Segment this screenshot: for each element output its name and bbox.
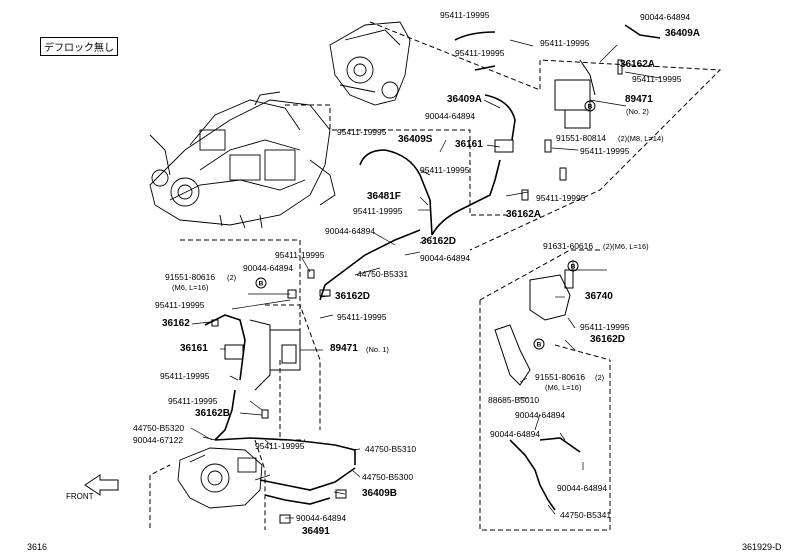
- part-label: (No. 2): [626, 107, 649, 116]
- part-label: 95411-19995: [580, 146, 630, 156]
- part-label: 91631-60616: [543, 241, 594, 251]
- differential-illustration: [177, 447, 271, 509]
- part-label: 91551-80814: [556, 133, 607, 143]
- part-label: 95411-19995: [540, 38, 590, 48]
- part-label: (M6, L=16): [172, 283, 209, 292]
- part-label: 36162: [162, 318, 190, 329]
- part-label: 89471: [330, 343, 358, 354]
- part-label: 95411-19995: [440, 10, 490, 20]
- part-label: 36162A: [506, 209, 542, 220]
- no-diff-lock-note: デフロック無し: [40, 37, 118, 56]
- hoses: [204, 24, 661, 511]
- part-label: 36409A: [447, 94, 483, 105]
- part-label: (2): [227, 273, 237, 282]
- part-label: 44750-B5300: [362, 472, 414, 482]
- part-label: 90044-64894: [325, 226, 376, 236]
- part-label: 90044-64894: [640, 12, 691, 22]
- part-label: 90044-64894: [425, 111, 476, 121]
- part-label: 36162A: [620, 59, 656, 70]
- part-label: 89471: [625, 94, 653, 105]
- part-label: (2)(M8, L=14): [618, 134, 664, 143]
- part-label: 44750-B5320: [133, 423, 185, 433]
- part-label: 90044-64894: [420, 253, 471, 263]
- part-label: 91551-80616: [165, 272, 216, 282]
- transfer-illustration: [329, 21, 411, 106]
- part-label: 95411-19995: [337, 312, 387, 322]
- callout-b-3: B: [259, 281, 264, 288]
- part-label: 36409B: [362, 488, 398, 499]
- part-label: 95411-19995: [353, 206, 403, 216]
- engine-illustration: [149, 91, 336, 229]
- part-label: 95411-19995: [168, 396, 218, 406]
- part-label: 36161: [180, 343, 208, 354]
- part-label: 95411-19995: [632, 74, 682, 84]
- part-label: 36162B: [195, 408, 231, 419]
- front-arrow-icon: [84, 474, 119, 496]
- part-label: 90044-64894: [515, 410, 566, 420]
- part-label: 36491: [302, 526, 330, 537]
- part-label: 91551-80616: [535, 372, 586, 382]
- part-label: 88685-B5010: [488, 395, 540, 405]
- part-label: 36740: [585, 291, 613, 302]
- part-label: 95411-19995: [536, 193, 586, 203]
- part-label: 95411-19995: [580, 322, 630, 332]
- part-label: 44750-B5331: [357, 269, 409, 279]
- callout-b-1: B: [588, 104, 593, 111]
- footer-right-code: 361929-D: [742, 542, 782, 552]
- part-label: (2)(M6, L=16): [603, 242, 649, 251]
- part-label: 95411-19995: [337, 127, 387, 137]
- part-label: (2): [595, 373, 605, 382]
- callout-b-2: B: [571, 264, 576, 271]
- part-label: 36162D: [590, 334, 626, 345]
- part-label: 36161: [455, 139, 483, 150]
- part-label: 36409A: [665, 28, 701, 39]
- part-label: 95411-19995: [275, 250, 325, 260]
- footer-left-code: 3616: [27, 542, 48, 552]
- part-label: 90044-67122: [133, 435, 184, 445]
- part-label: 90044-64894: [243, 263, 294, 273]
- part-label: 95411-19995: [255, 441, 305, 451]
- part-label: 95411-19995: [155, 300, 205, 310]
- part-label: 36409S: [398, 134, 433, 145]
- part-label: 95411-19995: [455, 48, 505, 58]
- callouts: [255, 100, 596, 350]
- part-label: (M6, L=16): [545, 383, 582, 392]
- part-label: 44750-B5341: [560, 510, 612, 520]
- part-label: 95411-19995: [160, 371, 210, 381]
- part-label: 90044-64894: [490, 429, 541, 439]
- front-label: FRONT: [66, 492, 94, 501]
- leader-lines: [190, 39, 661, 519]
- part-label: (No. 1): [366, 345, 389, 354]
- part-label: 36481F: [367, 191, 401, 202]
- part-label: 44750-B5310: [365, 444, 417, 454]
- callout-b-4: B: [537, 342, 542, 349]
- components: [211, 59, 623, 524]
- part-label: 36162D: [335, 291, 371, 302]
- part-label: 90044-64894: [296, 513, 347, 523]
- part-label: 90044-64894: [557, 483, 608, 493]
- part-label: 36162D: [421, 236, 457, 247]
- part-label: 95411-19995: [420, 165, 470, 175]
